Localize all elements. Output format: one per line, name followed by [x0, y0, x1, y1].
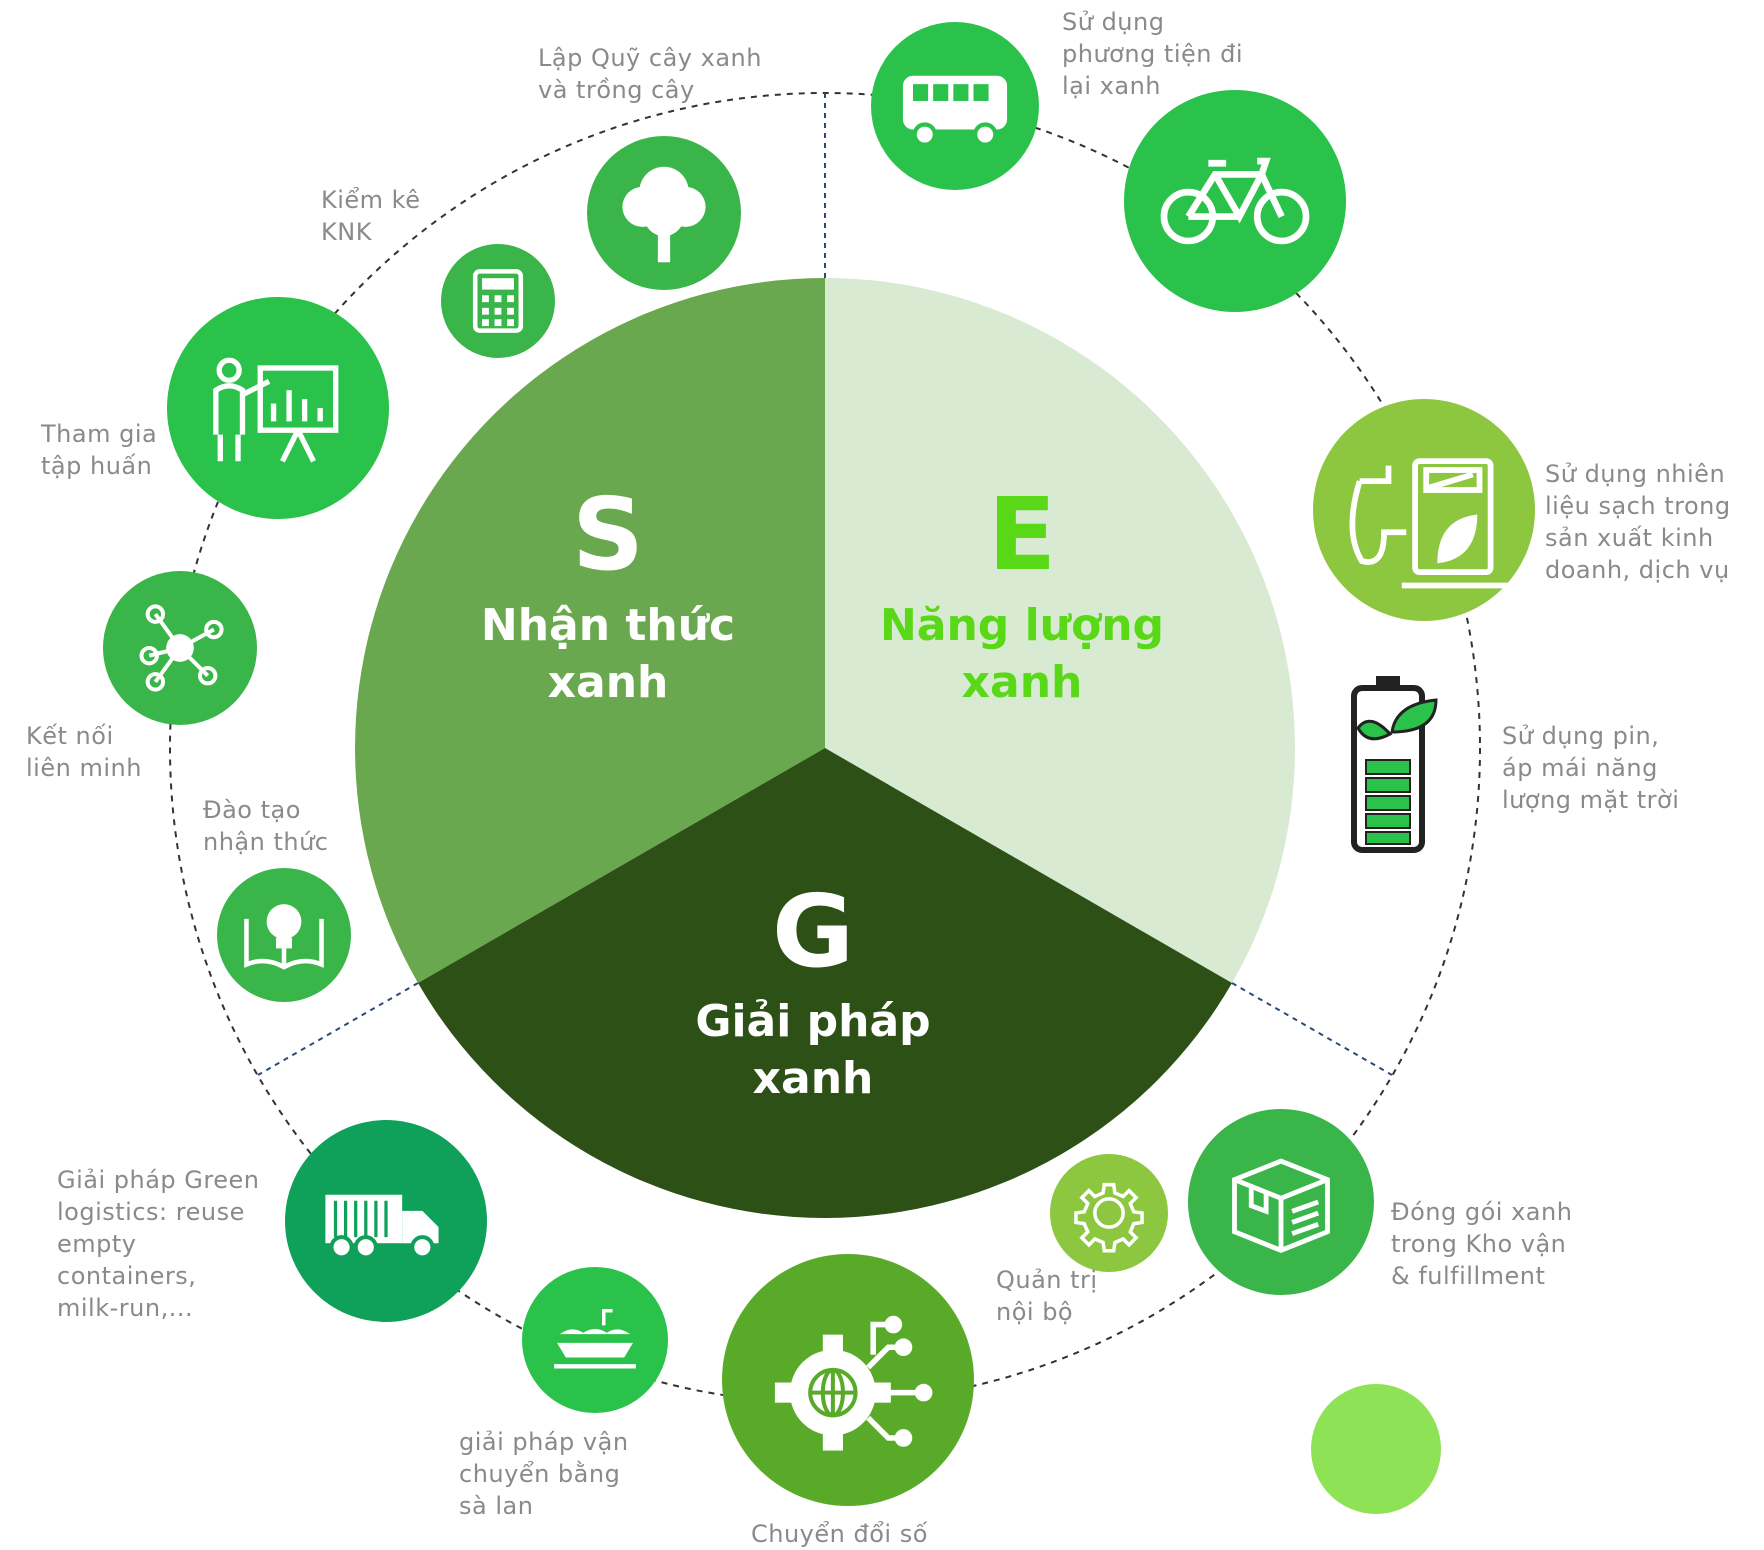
awareness-bubble — [217, 868, 351, 1002]
awareness-label: Đào tạo nhận thức — [203, 796, 329, 856]
truck-icon — [325, 1194, 439, 1260]
ghg-inventory-bubble — [441, 244, 555, 358]
segment-g-title: Giải pháp xanh — [695, 996, 931, 1104]
segment-s-title: Nhận thức xanh — [480, 600, 736, 708]
network-icon — [139, 604, 224, 692]
packaging-bubble — [1188, 1109, 1374, 1295]
digital-bubble — [722, 1254, 974, 1506]
package-icon — [1232, 1158, 1330, 1253]
divider-right — [1231, 982, 1393, 1076]
segment-e-letter: E — [987, 476, 1057, 593]
segment-g-shape — [418, 748, 1232, 1218]
calculator-icon — [472, 269, 524, 333]
barge-bubble — [522, 1267, 668, 1413]
tree-icon — [622, 166, 706, 263]
tree-fund-label: Lập Quỹ cây xanh và trồng cây — [538, 44, 762, 104]
digital-gear-icon — [774, 1315, 933, 1451]
bus-icon — [902, 75, 1008, 147]
divider-left — [257, 982, 419, 1076]
green-transport-bubble — [871, 22, 1039, 190]
green-fuel-pump-icon — [1349, 458, 1509, 589]
alliance-label: Kết nối liên minh — [26, 722, 142, 782]
solar-battery-label: Sử dụng pin, áp mái năng lượng mặt trời — [1502, 722, 1680, 814]
governance-bubble — [1050, 1154, 1168, 1272]
clean-fuel-label: Sử dụng nhiên liệu sạch trong sản xuất k… — [1545, 460, 1731, 584]
barge-label: giải pháp vận chuyển bằng sà lan — [459, 1428, 629, 1520]
segment-g-letter: G — [771, 873, 855, 990]
green-transport-label: Sử dụng phương tiện đi lại xanh — [1062, 8, 1243, 100]
tree-fund-bubble — [587, 136, 741, 290]
ghg-inventory-label: Kiểm kê KNK — [321, 186, 421, 246]
clean-fuel-bubble — [1313, 399, 1535, 621]
gear-icon — [1074, 1182, 1144, 1253]
alliance-bubble — [103, 571, 257, 725]
presentation-icon — [213, 357, 339, 463]
digital-label: Chuyển đổi số — [751, 1520, 928, 1548]
segment-s-letter: S — [571, 476, 645, 593]
segment-e-title: Năng lượng xanh — [879, 600, 1165, 708]
segment-s-shape — [355, 278, 825, 983]
training-bubble — [167, 297, 389, 519]
green-logistics-bubble — [285, 1120, 487, 1322]
extra-lime-circle — [1311, 1384, 1441, 1514]
segment-e-shape — [825, 278, 1295, 983]
eco-battery-icon — [1336, 670, 1456, 870]
bicycle-icon — [1160, 157, 1310, 245]
green-logistics-label: Giải pháp Green logistics: reuse empty c… — [57, 1166, 260, 1322]
barge-icon — [554, 1309, 636, 1369]
governance-label: Quản trị nội bộ — [996, 1266, 1098, 1326]
book-bulb-icon — [244, 904, 324, 970]
packaging-label: Đóng gói xanh trong Kho vận & fulfillmen… — [1391, 1198, 1573, 1290]
training-label: Tham gia tập huấn — [41, 420, 158, 480]
bicycle-bubble — [1124, 90, 1346, 312]
